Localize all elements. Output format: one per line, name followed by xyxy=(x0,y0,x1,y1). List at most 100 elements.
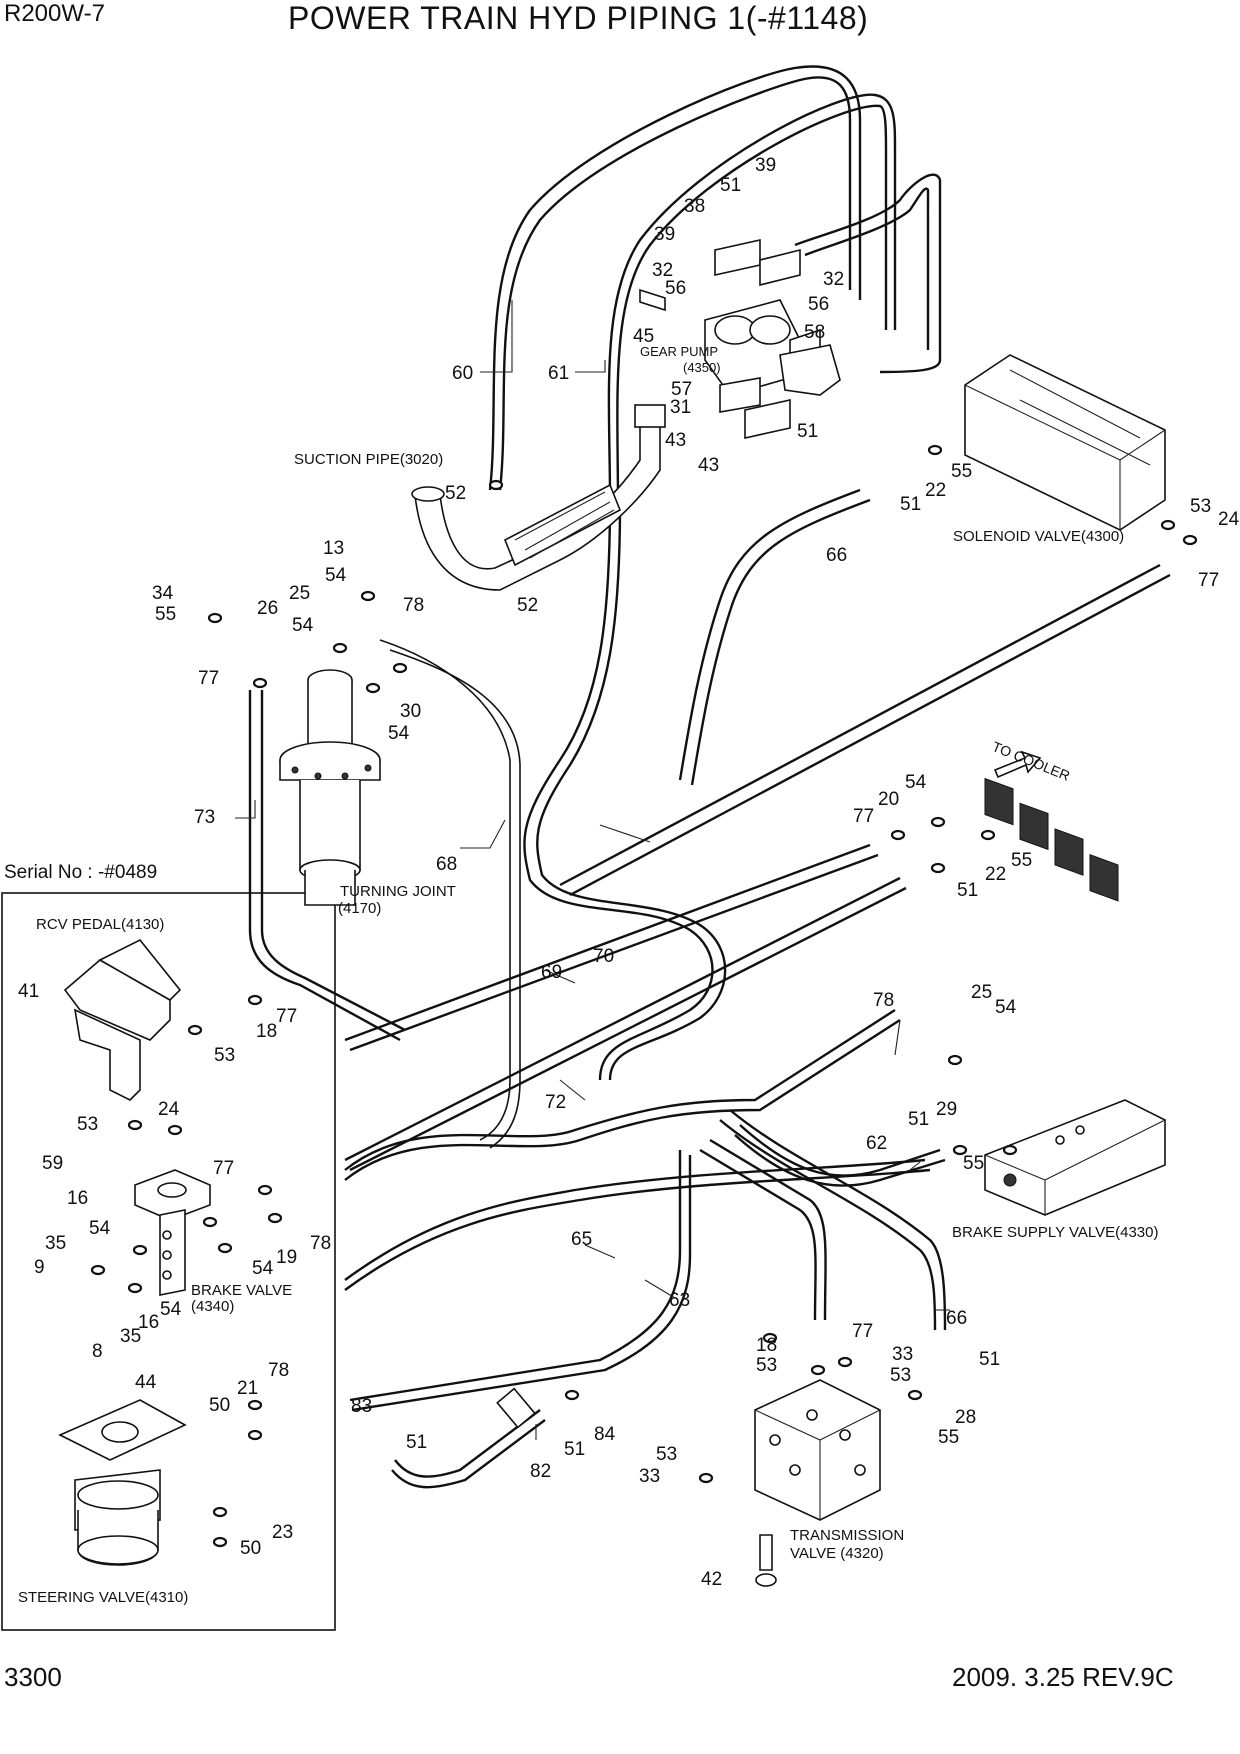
callout: 70 xyxy=(593,946,615,967)
callout: 24 xyxy=(1218,509,1240,530)
brake-supply-valve xyxy=(984,1099,1166,1216)
callout: 53 xyxy=(1190,496,1212,517)
callout: 9 xyxy=(34,1257,45,1278)
callout: 54 xyxy=(995,997,1017,1018)
brake-valve xyxy=(134,1169,211,1296)
label-brake-valve-code: (4340) xyxy=(191,1298,235,1315)
leader-lines xyxy=(235,300,950,1440)
callout: 55 xyxy=(1011,850,1033,871)
callout: 29 xyxy=(936,1099,958,1120)
label-steering-valve: STEERING VALVE(4310) xyxy=(18,1589,189,1606)
pipe-72 xyxy=(344,1008,931,1291)
callout: 78 xyxy=(268,1360,290,1381)
callout: 78 xyxy=(873,990,895,1011)
pipe-65-63 xyxy=(349,1138,827,1412)
rcv-pedal xyxy=(63,938,182,1101)
callout: 72 xyxy=(545,1092,567,1113)
callout: 22 xyxy=(985,864,1007,885)
label-gear-pump: GEAR PUMP xyxy=(640,344,719,359)
revision-label: 2009. 3.25 REV.9C xyxy=(952,1662,1174,1692)
callout: 43 xyxy=(698,455,720,476)
callout: 77 xyxy=(852,1321,874,1342)
pipe-66-lower xyxy=(719,1109,947,1331)
callout: 55 xyxy=(155,604,177,625)
callout: 57 xyxy=(671,379,693,400)
callout: 56 xyxy=(665,278,687,299)
label-brake-valve: BRAKE VALVE xyxy=(191,1282,293,1299)
callout: 82 xyxy=(530,1461,552,1482)
callout: 54 xyxy=(252,1258,274,1279)
callout: 41 xyxy=(18,981,40,1002)
callout: 60 xyxy=(452,363,474,384)
callout: 33 xyxy=(892,1344,914,1365)
label-solenoid-valve: SOLENOID VALVE(4300) xyxy=(953,528,1125,545)
callout: 77 xyxy=(853,806,875,827)
callout: 32 xyxy=(652,260,674,281)
callout: 35 xyxy=(45,1233,67,1254)
callout: 25 xyxy=(289,583,311,604)
callout: 44 xyxy=(135,1372,157,1393)
callout: 54 xyxy=(89,1218,111,1239)
label-transmission-valve: TRANSMISSION xyxy=(790,1527,905,1544)
callout: 61 xyxy=(548,363,570,384)
turning-joint xyxy=(279,669,381,906)
callout: 35 xyxy=(120,1326,142,1347)
callout: 77 xyxy=(213,1158,235,1179)
callout: 56 xyxy=(808,294,830,315)
model-label: R200W-7 xyxy=(4,0,105,27)
label-gear-pump-code: (4350) xyxy=(683,360,721,375)
fittings xyxy=(90,444,1198,1548)
callout: 51 xyxy=(979,1349,1001,1370)
callout: 59 xyxy=(42,1153,64,1174)
callout: 63 xyxy=(669,1290,691,1311)
callout: 51 xyxy=(564,1439,586,1460)
callout: 55 xyxy=(938,1427,960,1448)
gear-pump xyxy=(639,239,841,439)
callout: 25 xyxy=(971,982,993,1003)
callout: 51 xyxy=(406,1432,428,1453)
callout: 43 xyxy=(665,430,687,451)
callout: 39 xyxy=(654,224,676,245)
callout: 26 xyxy=(257,598,279,619)
page-number: 3300 xyxy=(4,1662,62,1692)
callout: 13 xyxy=(323,538,345,559)
callout: 54 xyxy=(905,772,927,793)
callout: 66 xyxy=(826,545,848,566)
hose-82 xyxy=(391,1387,546,1489)
callout: 83 xyxy=(351,1396,373,1417)
callout: 54 xyxy=(325,565,347,586)
callout: 28 xyxy=(955,1407,977,1428)
callout: 24 xyxy=(158,1099,180,1120)
pipe-62 xyxy=(734,1124,946,1187)
callout: 65 xyxy=(571,1229,593,1250)
callout: 8 xyxy=(92,1341,103,1362)
callout: 50 xyxy=(240,1538,262,1559)
callout: 23 xyxy=(272,1522,294,1543)
callout: 54 xyxy=(292,615,314,636)
callout: 42 xyxy=(701,1569,723,1590)
callout: 51 xyxy=(797,421,819,442)
callout: 53 xyxy=(214,1045,236,1066)
callout: 55 xyxy=(951,461,973,482)
pipe-pump-return xyxy=(794,173,942,374)
callout: 66 xyxy=(946,1308,968,1329)
solenoid-valve xyxy=(964,354,1166,902)
callout: 50 xyxy=(209,1395,231,1416)
callout: 77 xyxy=(276,1006,298,1027)
callout: 69 xyxy=(541,962,563,983)
steering-valve xyxy=(58,1399,187,1566)
callout: 18 xyxy=(756,1335,778,1356)
label-transmission-valve-2: VALVE (4320) xyxy=(790,1545,884,1562)
callout: 84 xyxy=(594,1424,616,1445)
callout: 30 xyxy=(400,701,422,722)
callout: 53 xyxy=(77,1114,99,1135)
callout: 32 xyxy=(823,269,845,290)
pipe-bundle-center xyxy=(379,499,727,1149)
serial-inset-frame xyxy=(1,892,336,1631)
callout: 38 xyxy=(684,196,706,217)
callout: 21 xyxy=(237,1378,259,1399)
callout: 78 xyxy=(310,1233,332,1254)
callout: 78 xyxy=(403,595,425,616)
pipe-cooler xyxy=(344,843,907,1172)
